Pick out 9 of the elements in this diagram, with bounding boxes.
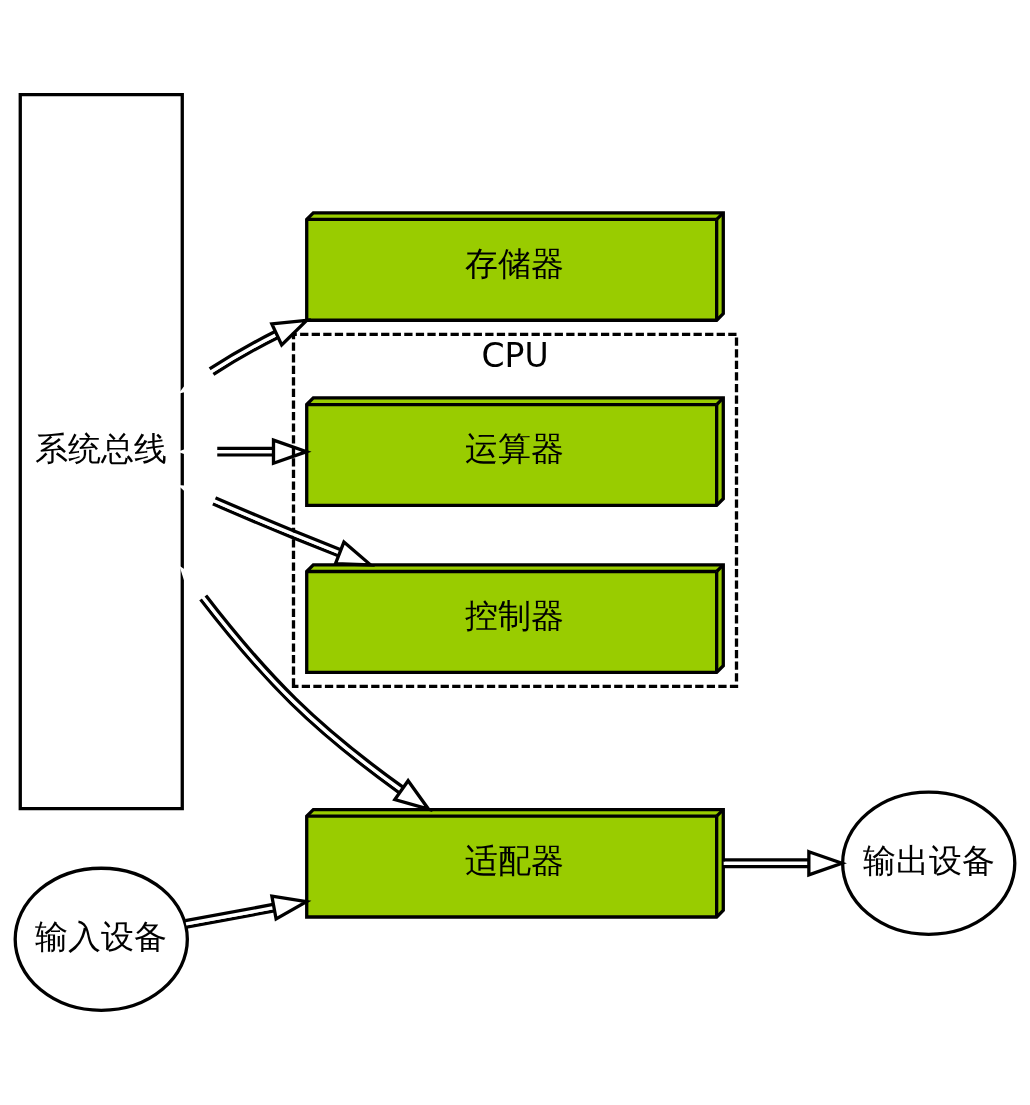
arrow (177, 437, 312, 466)
arrow (723, 849, 847, 878)
arrow (185, 894, 312, 929)
arrow (178, 318, 312, 394)
arrow (177, 485, 376, 567)
arrow (179, 565, 433, 813)
node-box: 系统总线 (18, 92, 184, 811)
node-ellipse: 输出设备 (841, 790, 1017, 936)
node-ellipse: 输入设备 (13, 866, 189, 1013)
